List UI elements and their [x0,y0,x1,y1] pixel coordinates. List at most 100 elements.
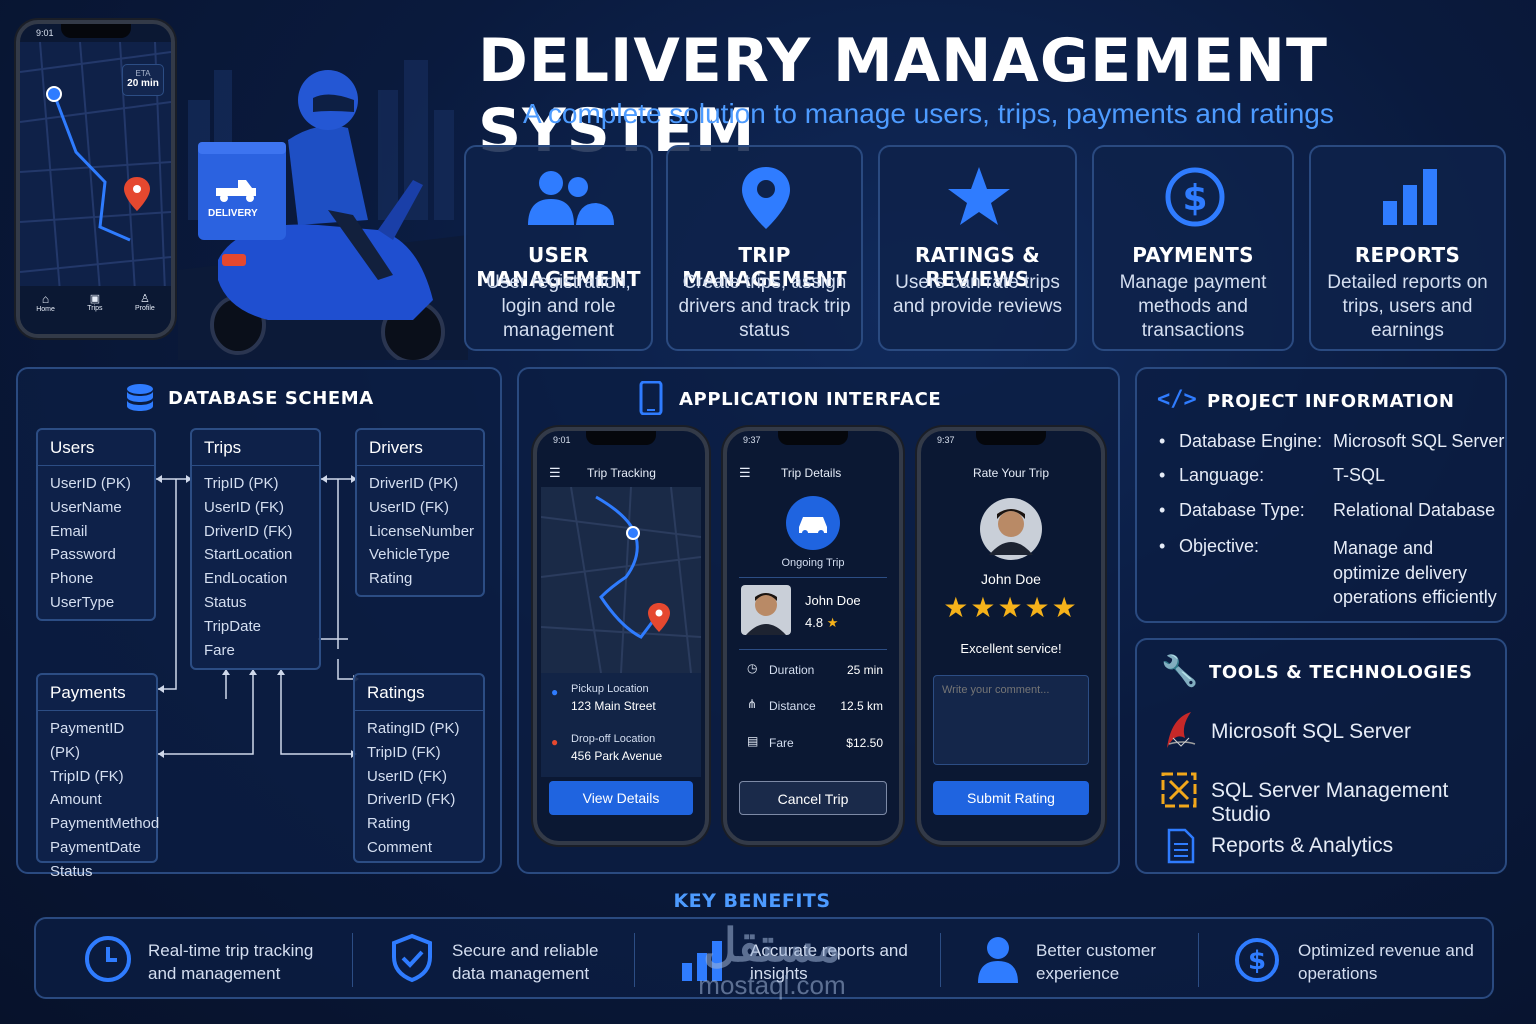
user-icon [978,937,1018,983]
bullet: • [1159,431,1166,451]
database-icon [127,384,153,411]
feature-card-user-management: USER MANAGEMENT User registration, login… [464,145,653,351]
table-field: PaymentDate [50,838,141,856]
screen-title: Trip Tracking [587,466,656,480]
clock-icon [85,936,131,982]
benefit-text: Real-time trip tracking and management [148,941,314,983]
table-field: DriverID (FK) [367,791,456,809]
table-field: Phone [50,570,94,588]
dropoff-value: 456 Park Avenue [571,749,663,763]
menu-icon[interactable]: ☰ [549,465,561,480]
eta-label: ETA [135,69,151,78]
distance-value: 12.5 km [840,699,883,713]
page-subtitle: A complete solution to manage users, tri… [523,98,1334,129]
feature-card-ratings-reviews: RATINGS & REVIEWS Users can rate trips a… [878,145,1077,351]
benefit-text: Secure and reliable data management [452,941,599,983]
star-icon[interactable]: ★ [1051,592,1079,623]
map-view [20,42,171,292]
info-label: Language: [1179,465,1265,485]
location-card: ● Pickup Location 123 Main Street ● Drop… [541,673,701,777]
distance-label: Distance [769,699,816,713]
box-label: DELIVERY [208,208,258,219]
status-time: 9:01 [36,28,54,38]
table-field: PaymentMethod [50,815,160,833]
phone-notch [976,431,1046,445]
nav-profile[interactable]: ♙Profile [134,293,155,312]
info-label: Objective: [1179,536,1260,556]
table-field: TripID (FK) [367,743,441,761]
table-field: TripDate [204,617,261,635]
star-icon[interactable]: ★ [943,592,971,623]
map-view [541,487,701,673]
map-pin-icon [742,167,790,229]
star-icon: ★ [826,615,839,630]
star-icon[interactable]: ★ [970,592,998,623]
star-icon[interactable]: ★ [1024,592,1052,623]
tools-technologies-panel: 🔧 TOOLS & TECHNOLOGIES Microsoft SQL Ser… [1135,638,1507,874]
fare-label: Fare [769,736,794,750]
trip-status: Ongoing Trip [781,557,845,569]
users-icon [528,171,614,225]
status-time: 9:01 [553,435,571,445]
driver-name: John Doe [805,593,861,608]
nav-home[interactable]: ⌂Home [36,292,55,313]
bar-chart-icon [682,941,722,981]
table-name: Ratings [355,675,483,711]
phone-notch [586,431,656,445]
benefit-text: Better customer experience [1036,941,1156,983]
screen-title: Trip Details [781,466,842,480]
bullet: • [1159,536,1166,556]
table-drivers: Drivers DriverID (PK) UserID (FK) Licens… [355,428,485,597]
avatar [741,585,791,635]
feature-title: PAYMENTS [1132,243,1254,267]
table-field: UserID (FK) [369,498,449,516]
feature-title: USER MANAGEMENT [476,243,641,291]
feature-desc: User registration, login and role manage… [486,272,631,341]
star-rating[interactable]: ★★★★★ [921,591,1101,624]
star-icon[interactable]: ★ [997,592,1025,623]
dollar-icon: $ [1235,938,1279,982]
comment-input[interactable] [933,675,1089,765]
submit-rating-button[interactable]: Submit Rating [933,781,1089,815]
avatar [980,498,1042,560]
phone-notch [60,24,131,38]
tools-title: TOOLS & TECHNOLOGIES [1209,662,1473,683]
table-field: UserType [50,593,115,611]
pickup-label: Pickup Location [571,683,649,695]
feature-desc: Manage payment methods and transactions [1119,272,1267,341]
driver-name: John Doe [981,571,1041,587]
benefits-title: KEY BENEFITS [673,890,831,912]
car-icon [786,496,840,550]
watermark: مستقل mostaql.com [672,920,872,1000]
ssms-icon [1161,772,1197,808]
schema-title: DATABASE SCHEMA [168,388,374,409]
trip-details-phone: 9:37 ☰ Trip Details Ongoing Trip John Do… [723,427,903,845]
project-information-panel: </> PROJECT INFORMATION • Database Engin… [1135,367,1507,623]
table-field: Rating [367,815,411,833]
table-payments: Payments PaymentID (PK) TripID (FK) Amou… [36,673,160,880]
info-label: Database Type: [1179,500,1305,520]
key-benefits-panel: Real-time trip tracking and management S… [34,917,1494,999]
home-icon: ⌂ [41,292,50,306]
nav-trips[interactable]: ▣Trips [87,293,103,312]
view-details-button[interactable]: View Details [549,781,693,815]
table-name: Trips [192,430,319,466]
eta-value: 20 min [127,78,159,89]
table-field: UserID (PK) [50,475,131,492]
benefit-text: Accurate reports and insights [750,941,908,983]
page-title: DELIVERY MANAGEMENT SYSTEM [478,26,1328,166]
menu-icon[interactable]: ☰ [739,465,751,480]
table-field: Comment [367,838,433,856]
table-field: Fare [204,641,235,659]
cancel-trip-button[interactable]: Cancel Trip [739,781,887,815]
info-value: T-SQL [1333,465,1386,485]
rate-trip-phone: 9:37 Rate Your Trip John Doe ★★★★★ Excel… [917,427,1105,845]
tool-item: SQL Server Management Studio [1211,779,1449,826]
fare-value: $12.50 [846,736,883,750]
feature-title: TRIP MANAGEMENT [682,243,847,291]
table-field: DriverID (PK) [369,475,459,492]
project-title: PROJECT INFORMATION [1207,391,1455,412]
tool-item: Reports & Analytics [1211,834,1394,857]
route-icon: ⋔ [747,697,758,711]
table-field: UserID (FK) [204,498,284,516]
